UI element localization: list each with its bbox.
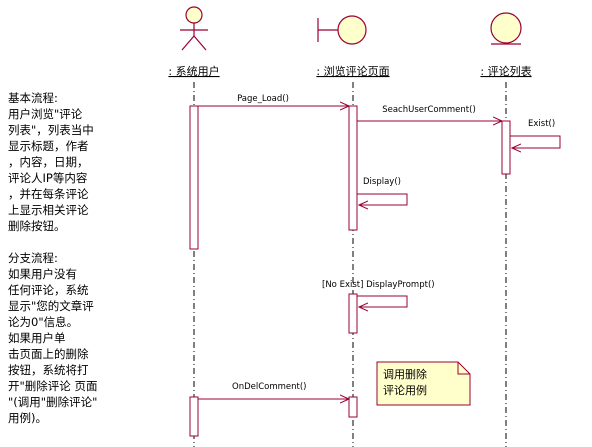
- self-message-arrow: [510, 135, 561, 148]
- alt-flow-description: 分支流程: 如果用户没有 任何评论，系统 显示"您的文章评 论为0"信息。 如果…: [8, 251, 98, 425]
- activation-bar: [348, 105, 358, 231]
- message-label: OnDelComment(): [232, 382, 307, 392]
- activation-bar: [348, 293, 358, 334]
- boundary-icon: [317, 15, 367, 45]
- activation-bar: [501, 120, 511, 175]
- activation-bar: [189, 105, 199, 250]
- participant-comment-list[interactable]: : 评论列表: [480, 12, 532, 78]
- participant-system-user[interactable]: : 系统用户: [168, 6, 220, 78]
- note[interactable]: 调用删除 评论用例: [376, 361, 471, 406]
- note-line: 评论用例: [383, 383, 427, 397]
- entity-icon: [490, 12, 522, 45]
- note-line: 调用删除: [383, 367, 427, 381]
- participant-browse-comment-page[interactable]: : 浏览评论页面: [316, 15, 390, 78]
- message-label: Page_Load(): [237, 94, 289, 104]
- main-flow-description: 基本流程: 用户浏览"评论 列表"，列表当中 显示标题，作者 ，内容，日期， 评…: [8, 91, 94, 233]
- note-fold: [457, 362, 470, 375]
- message-label: SeachUserComment(): [382, 105, 476, 115]
- participant-label: : 系统用户: [168, 64, 219, 78]
- activation-bar: [348, 396, 358, 418]
- participant-label: : 评论列表: [480, 64, 531, 78]
- self-message-arrow: [357, 193, 408, 205]
- participant-label: : 浏览评论页面: [316, 64, 389, 78]
- message-label: [No Exist] DisplayPrompt(): [322, 280, 435, 290]
- self-message-arrow: [357, 295, 408, 307]
- message-label: Display(): [363, 177, 401, 187]
- message-label: Exist(): [528, 119, 555, 129]
- note-shape: [376, 361, 471, 406]
- activation-bar: [189, 396, 199, 437]
- stick-figure-icon: [180, 6, 208, 51]
